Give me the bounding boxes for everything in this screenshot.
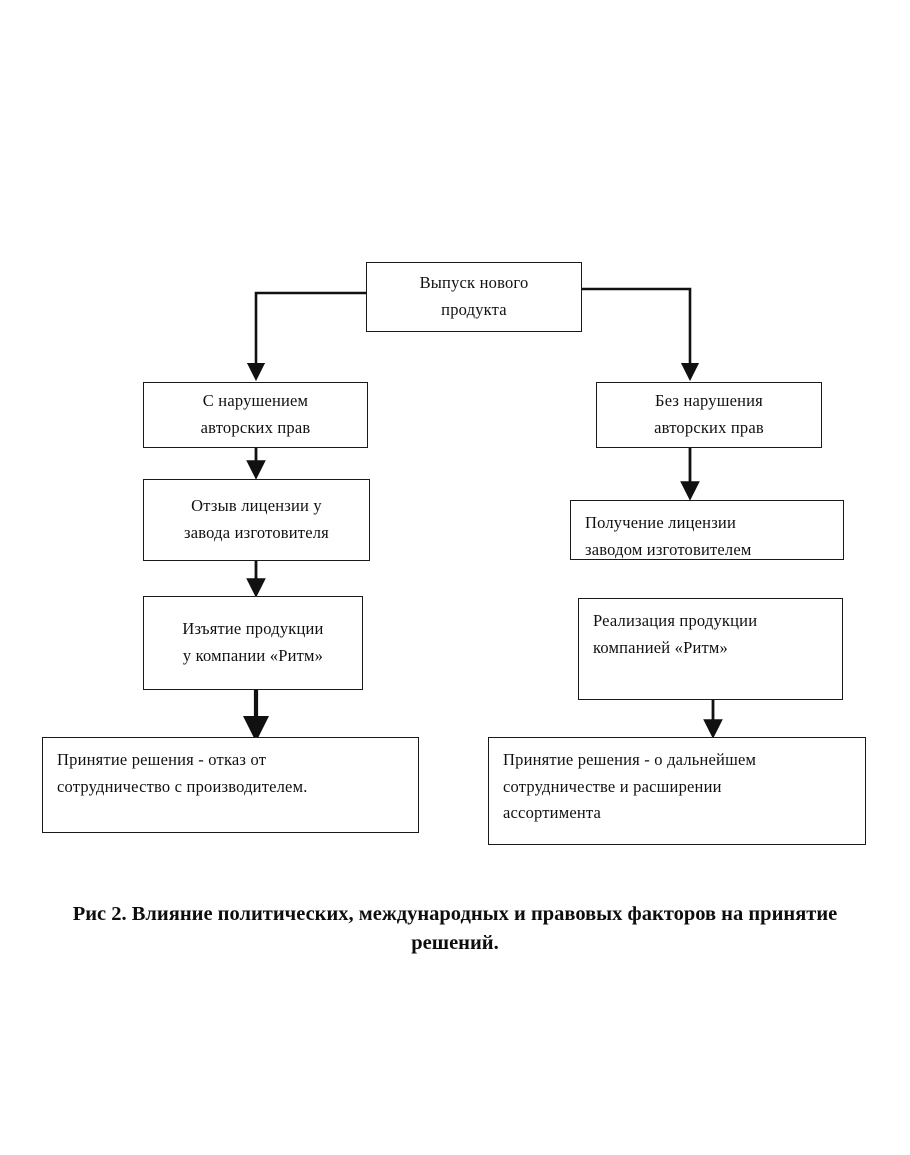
node-bez-narusheniya-avtorskih-prav[interactable]: Без нарушения авторских прав [596,382,822,448]
node-otzyv-licenzii-u-zavoda[interactable]: Отзыв лицензии у завода изготовителя [143,479,370,561]
node-left-4-line-1: Принятие решения - отказ от [57,750,267,769]
node-right-1-line-2: авторских прав [654,418,764,437]
node-left-3-line-1: Изъятие продукции [182,619,324,639]
node-left-3-line-2: у компании «Ритм» [182,646,324,665]
node-right-3-line-2: компанией «Ритм» [593,637,729,657]
node-left-4-line-2: сотрудничество с производителем. [57,776,308,796]
node-left-2-line-1: Отзыв лицензии у [191,496,322,516]
node-right-1-line-1: Без нарушения [655,391,763,411]
node-root-line-2: продукта [441,300,507,319]
edge-root-to-right [582,287,700,382]
node-right-2-line-1: Получение лицензии [585,513,736,532]
node-left-1-line-1: С нарушением [202,391,309,411]
node-right-4-line-2: сотрудничестве и расширении [503,776,722,796]
node-s-narusheniem-avtorskih-prav[interactable]: С нарушением авторских прав [143,382,368,448]
node-right-4-line-1: Принятие решения - о дальнейшем [503,750,757,769]
node-right-3-line-1: Реализация продукции [593,611,758,630]
node-left-1-line-2: авторских прав [200,418,311,437]
figure-caption: Рис 2. Влияние политических, международн… [72,903,838,955]
edge-root-to-left [246,291,366,382]
node-prinyatie-resheniya-otkaz[interactable]: Принятие решения - отказ от сотрудничест… [42,737,419,833]
node-right-4-line-3: ассортимента [503,803,602,823]
node-left-2-line-2: завода изготовителя [184,523,329,542]
node-vypusk-novogo-produkta[interactable]: Выпуск нового продукта [366,262,582,332]
node-izyatie-produkcii-ritm[interactable]: Изъятие продукции у компании «Ритм» [143,596,363,690]
node-poluchenie-licenzii-zavodom[interactable]: Получение лицензии заводом изготовителем [570,500,844,560]
node-prinyatie-resheniya-dalneyshee[interactable]: Принятие решения - о дальнейшем сотрудни… [488,737,866,845]
node-root-line-1: Выпуск нового [419,273,529,293]
node-right-2-line-2: заводом изготовителем [585,539,752,559]
node-realizaciya-produkcii-ritm[interactable]: Реализация продукции компанией «Ритм» [578,598,843,700]
